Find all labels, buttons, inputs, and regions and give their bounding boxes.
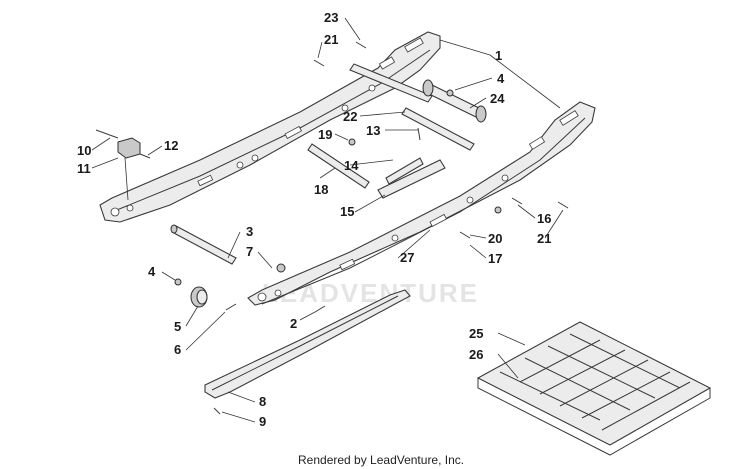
callout-5: 5 [174, 319, 181, 334]
callout-6: 6 [174, 342, 181, 357]
bumper-wheel [190, 286, 208, 308]
callout-20: 20 [488, 231, 502, 246]
callout-8: 8 [259, 394, 266, 409]
left-rail [99, 31, 441, 223]
callout-21: 21 [324, 32, 338, 47]
callout-25: 25 [469, 326, 483, 341]
callout-2: 2 [290, 316, 297, 331]
idler-axle [422, 79, 487, 123]
callout-26: 26 [469, 347, 483, 362]
track-section [476, 321, 712, 456]
middle-cross-shaft [307, 143, 370, 189]
callout-19: 19 [318, 127, 332, 142]
callout-14: 14 [344, 158, 359, 173]
callout-18: 18 [314, 182, 328, 197]
callout-10: 10 [77, 143, 91, 158]
wear-strip [204, 289, 411, 415]
hardware [139, 41, 569, 313]
callout-numbers: 23 21 1 4 24 22 13 19 14 10 12 11 18 15 … [77, 10, 551, 429]
callout-4: 4 [497, 71, 505, 86]
callout-9: 9 [259, 414, 266, 429]
shock-mount-block [95, 129, 141, 159]
callout-24: 24 [490, 91, 505, 106]
footer-credit: Rendered by LeadVenture, Inc. [298, 453, 464, 467]
callout-4-lower: 4 [148, 264, 156, 279]
rear-cross-shaft [401, 107, 475, 151]
callout-3: 3 [246, 224, 253, 239]
leader-lines [91, 17, 564, 423]
callout-13: 13 [366, 123, 380, 138]
right-rail [247, 101, 596, 306]
front-cross-shaft [170, 224, 237, 265]
callout-11: 11 [77, 161, 91, 176]
callout-15: 15 [340, 204, 354, 219]
slider-bracket [377, 157, 446, 199]
callout-27: 27 [400, 250, 414, 265]
callout-23: 23 [324, 10, 338, 25]
callout-22: 22 [343, 109, 357, 124]
callout-16: 16 [537, 211, 551, 226]
callout-17: 17 [488, 251, 502, 266]
callout-12: 12 [164, 138, 178, 153]
callout-1: 1 [495, 48, 502, 63]
callout-21-lower: 21 [537, 231, 551, 246]
callout-7: 7 [246, 244, 253, 259]
